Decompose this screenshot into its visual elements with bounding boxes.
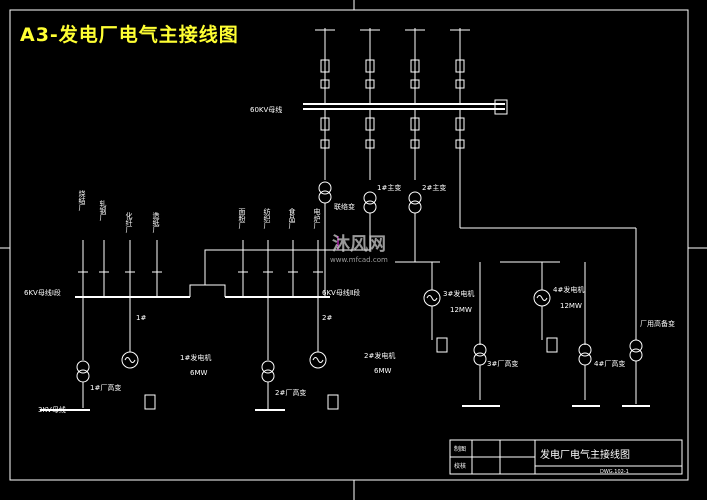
main-transformer-2: [408, 191, 422, 240]
label-gen1-breaker: 1#: [136, 314, 146, 322]
line-bay-1: [315, 28, 335, 180]
feeder-label-3: 化纤厂: [125, 211, 133, 234]
aux-transformer-2: [261, 297, 275, 410]
watermark: 沐风网 www.mfcad.com: [330, 233, 388, 264]
watermark-url: www.mfcad.com: [330, 256, 388, 264]
title-block-row2: 校核: [454, 462, 466, 470]
feeder-label-8: 电炉厂: [313, 207, 321, 230]
generator-1: [121, 297, 156, 410]
label-bus-60kv: 60KV母线: [250, 105, 282, 114]
main-transformer-1: [363, 191, 377, 232]
label-bus-6kv-2: 6KV母线Ⅱ段: [322, 288, 360, 297]
label-aux-transformer-3: 3#厂高变: [487, 359, 518, 368]
watermark-logo: 沐风网: [332, 233, 386, 255]
page-title: A3-发电厂电气主接线图: [20, 24, 239, 46]
label-standby-aux-transformer: 厂用高备变: [640, 319, 675, 328]
label-generator-1-rating: 6MW: [190, 369, 207, 377]
label-generator-4: 4#发电机: [553, 285, 584, 294]
title-block-row1: 制图: [454, 445, 466, 453]
feeder-label-4: 造纸厂: [152, 211, 160, 234]
feeder-label-2: 轧钢厂: [99, 199, 107, 222]
line-bay-4: [450, 28, 508, 180]
title-block: [449, 439, 683, 475]
label-generator-2: 2#发电机: [364, 351, 395, 360]
line-bay-3: [405, 28, 425, 180]
label-gen2-breaker: 2#: [322, 314, 332, 322]
bus-tie: [189, 284, 226, 297]
generator-4: [500, 261, 560, 353]
label-main-transformer-1: 1#主变: [377, 183, 401, 192]
label-generator-2-rating: 6MW: [374, 367, 391, 375]
standby-aux-transformer: [629, 339, 643, 404]
label-aux-transformer-2: 2#厂高变: [275, 388, 306, 397]
generator-2: [309, 297, 339, 410]
aux-transformer-4: [578, 262, 592, 400]
drawing-frame: [9, 9, 689, 481]
feeder-label-6: 纺织厂: [263, 207, 271, 230]
label-aux-transformer-4: 4#厂高变: [594, 359, 625, 368]
title-block-drawing-title: 发电厂电气主接线图: [540, 448, 630, 461]
title-block-drawing-number: DWG.102-1: [600, 469, 629, 475]
feeder-label-1: 烧结厂: [78, 189, 86, 212]
feeder-label-5: 面粉厂: [238, 208, 246, 230]
aux-transformer-3: [473, 262, 487, 400]
label-aux-transformer-1: 1#厂高变: [90, 383, 121, 392]
label-generator-4-rating: 12MW: [560, 302, 582, 310]
label-generator-3: 3#发电机: [443, 289, 474, 298]
feeder-label-7: 食品厂: [288, 207, 296, 230]
line-bay-2: [360, 28, 380, 180]
label-bus-3kv: 3KV母线: [38, 405, 66, 414]
label-generator-3-rating: 12MW: [450, 306, 472, 314]
label-main-transformer-2: 2#主变: [422, 183, 446, 192]
feeders-bus-2: [238, 240, 323, 297]
label-bus-6kv-1: 6KV母线Ⅰ段: [24, 288, 61, 297]
aux-transformer-1: [76, 297, 90, 408]
contact-transformer: [318, 181, 332, 296]
feeders-bus-1: [78, 240, 162, 297]
label-generator-1: 1#发电机: [180, 353, 211, 362]
label-contact-transformer: 联络变: [334, 202, 355, 211]
generator-3: [395, 240, 448, 353]
